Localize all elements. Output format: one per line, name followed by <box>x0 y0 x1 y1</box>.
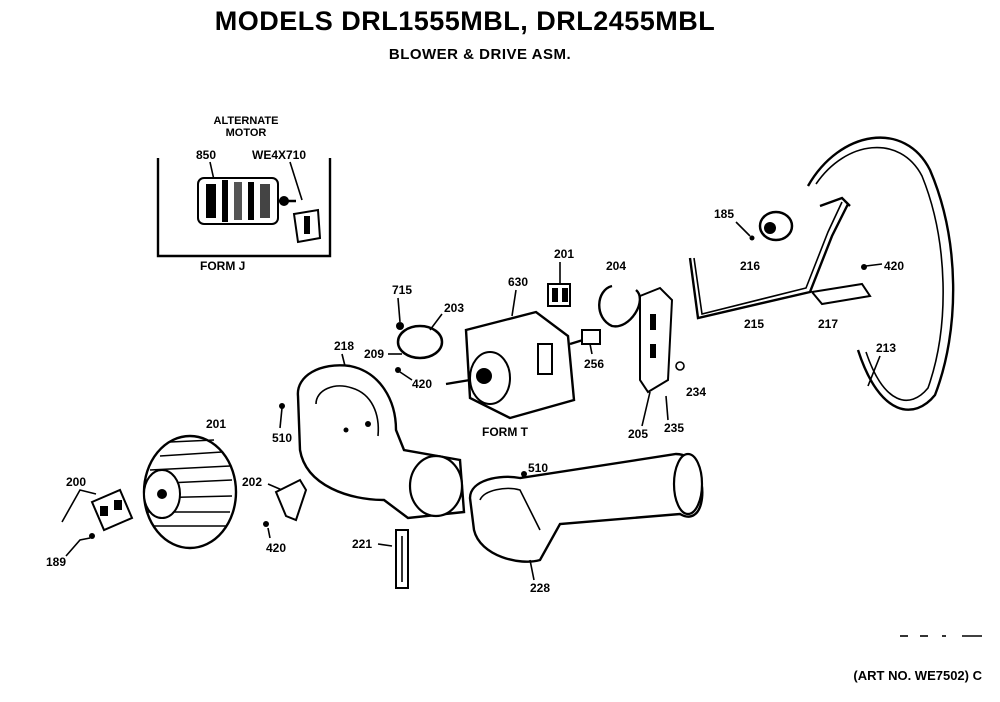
part-label-218: 218 <box>334 339 354 353</box>
form-t-label: FORM T <box>482 425 529 439</box>
part-label-420-b: 420 <box>412 377 432 391</box>
blower-bracket: 202 420 <box>242 475 308 555</box>
part-label-203: 203 <box>444 301 464 315</box>
part-label-213: 213 <box>876 341 896 355</box>
page-title: MODELS DRL1555MBL, DRL2455MBL <box>214 6 716 36</box>
part-label-215: 215 <box>744 317 764 331</box>
page-subtitle: BLOWER & DRIVE ASM. <box>388 46 572 63</box>
part-label-201: 201 <box>206 417 226 431</box>
part-label-234: 234 <box>686 385 706 399</box>
part-label-256: 256 <box>584 357 604 371</box>
idler-arm: 215 <box>688 196 851 331</box>
motor-mount-ring: 715 203 209 420 <box>364 283 464 391</box>
part-label-228: 228 <box>530 581 550 595</box>
part-label-630: 630 <box>508 275 528 289</box>
door-switch-top: 201 <box>547 247 574 307</box>
blower-housing: 218 <box>296 339 466 520</box>
form-j-label: FORM J <box>200 259 245 273</box>
thermostat-block: 200 189 <box>46 475 134 569</box>
part-label-217: 217 <box>818 317 838 331</box>
motor-clamp: 204 <box>598 259 642 328</box>
alternate-motor-kit-bracket <box>292 208 322 244</box>
exhaust-duct: 510 228 <box>468 452 704 595</box>
part-label-200: 200 <box>66 475 86 489</box>
part-label-189: 189 <box>46 555 66 569</box>
part-label-715: 715 <box>392 283 412 297</box>
motor-mount-bracket: 205 234 235 <box>628 286 706 441</box>
screw-510-left: 510 <box>272 403 292 445</box>
part-label-204: 204 <box>606 259 626 273</box>
part-label-510-a: 510 <box>272 431 292 445</box>
part-label-201-top: 201 <box>554 247 574 261</box>
alternate-motor-inset: ALTERNATE MOTOR 850 WE4X710 FORM J <box>156 115 332 273</box>
part-label-185: 185 <box>714 207 734 221</box>
inset-heading-line2: MOTOR <box>226 127 267 139</box>
inset-heading-line1: ALTERNATE <box>214 115 279 127</box>
seal-strip: 221 <box>352 529 409 589</box>
blower-wheel: 201 <box>142 417 238 550</box>
part-label-420-a: 420 <box>884 259 904 273</box>
drive-motor: 630 FORM T 256 <box>445 275 604 439</box>
art-number: (ART NO. WE7502) C <box>853 668 982 683</box>
part-label-235: 235 <box>664 421 684 435</box>
drum-belt-assembly: 213 <box>806 136 955 411</box>
part-label-510-b: 510 <box>528 461 548 475</box>
part-label-221: 221 <box>352 537 372 551</box>
part-label-420-c: 420 <box>266 541 286 555</box>
idler-bracket: 217 420 <box>810 259 904 331</box>
alternate-motor-shape <box>197 177 296 225</box>
part-label-205: 205 <box>628 427 648 441</box>
part-label-202: 202 <box>242 475 262 489</box>
part-label-216: 216 <box>740 259 760 273</box>
part-label-850: 850 <box>196 148 216 162</box>
idler-pulley: 216 185 <box>714 207 794 273</box>
part-label-209: 209 <box>364 347 384 361</box>
part-label-we4x710: WE4X710 <box>252 148 306 162</box>
